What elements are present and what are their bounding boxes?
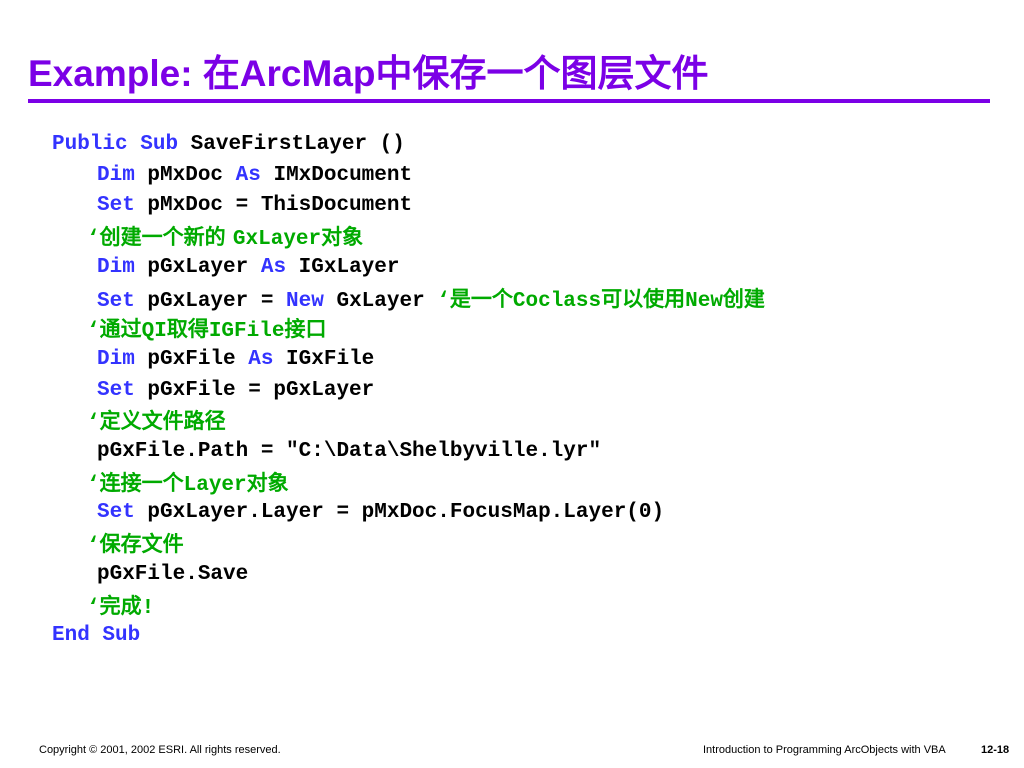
code-comment-line: ‘创建一个新的 GxLayer对象 — [87, 222, 363, 252]
code-keyword: As — [235, 163, 261, 187]
code-keyword: Sub — [140, 133, 179, 156]
code-comment: New — [685, 289, 723, 313]
code-comment: 对象 — [321, 225, 364, 250]
code-keyword: Set — [97, 378, 135, 402]
code-comment: 定义文件路径 — [99, 409, 226, 434]
code-text: pGxFile = pGxLayer — [134, 378, 375, 402]
code-comment: 连接一个 — [99, 470, 184, 495]
code-comment: 是一个 — [449, 286, 513, 311]
code-line: Set pGxLayer.Layer = pMxDoc.FocusMap.Lay… — [97, 498, 664, 528]
code-comment: 创建一个新的 — [99, 225, 233, 250]
code-keyword: Set — [97, 194, 135, 218]
code-keyword: New — [286, 289, 324, 313]
footer-copyright: Copyright © 2001, 2002 ESRI. All rights … — [39, 744, 281, 756]
code-keyword: Dim — [97, 347, 135, 371]
code-comment: ‘ — [87, 228, 100, 252]
code-comment: ‘ — [87, 473, 100, 497]
title-underline — [28, 99, 990, 103]
code-text: pMxDoc — [134, 163, 236, 187]
code-line: Set pGxFile = pGxLayer — [97, 376, 374, 406]
title-text: 在ArcMap中保存一个图层文件 — [202, 53, 709, 94]
code-comment-line: ‘连接一个Layer对象 — [87, 468, 289, 498]
code-comment-line: ‘定义文件路径 — [87, 406, 226, 436]
footer-course-title: Introduction to Programming ArcObjects w… — [703, 744, 946, 756]
code-keyword: Public — [52, 133, 128, 156]
code-text: pGxFile.Path = "C:\Data\Shelbyville.lyr" — [97, 440, 602, 463]
code-line: pGxFile.Save — [97, 560, 248, 590]
code-line: End Sub — [52, 621, 140, 651]
code-comment: 接口 — [284, 317, 327, 342]
code-keyword: End Sub — [52, 624, 141, 648]
code-text: pMxDoc = ThisDocument — [134, 194, 413, 218]
code-comment: Coclass — [512, 289, 602, 313]
code-keyword: Dim — [97, 163, 135, 187]
code-text: GxLayer — [323, 289, 438, 313]
code-text: pGxLayer — [134, 255, 261, 279]
code-text — [128, 133, 141, 156]
code-keyword: Set — [97, 501, 135, 525]
code-comment: ‘ — [87, 412, 100, 436]
code-line: Dim pGxFile As IGxFile — [97, 345, 374, 375]
code-keyword: As — [260, 255, 287, 279]
code-line: Set pMxDoc = ThisDocument — [97, 191, 412, 221]
code-comment: 取得 — [166, 317, 209, 342]
code-text: IMxDocument — [260, 163, 413, 187]
code-text: pGxLayer.Layer = pMxDoc.FocusMap.Layer(0… — [134, 501, 665, 525]
code-line: Dim pMxDoc As IMxDocument — [97, 161, 412, 191]
code-comment-line: ‘通过QI取得IGFile接口 — [87, 314, 326, 344]
code-comment: 完成 — [99, 593, 142, 618]
title-prefix: Example: — [28, 53, 203, 94]
code-comment: 对象 — [246, 470, 289, 495]
code-comment-line: ‘完成! — [87, 591, 154, 621]
code-comment: QI — [141, 320, 167, 344]
code-text: pGxFile.Save — [97, 562, 249, 586]
code-comment: IGFile — [208, 320, 285, 344]
code-line: Dim pGxLayer As IGxLayer — [97, 253, 399, 283]
code-text: IGxFile — [273, 347, 375, 371]
code-comment: GxLayer — [232, 228, 322, 252]
code-keyword: Dim — [97, 255, 135, 279]
code-comment: 创建 — [722, 286, 765, 311]
code-comment: ‘ — [437, 289, 450, 313]
footer-page-number: 12-18 — [981, 744, 1010, 756]
code-text: IGxLayer — [286, 255, 400, 279]
code-comment: ! — [141, 596, 155, 620]
code-comment: 可以使用 — [601, 286, 686, 311]
code-line: Public Sub SaveFirstLayer () — [52, 130, 405, 160]
code-text: pGxLayer = — [134, 289, 287, 313]
code-comment: ‘ — [87, 320, 100, 344]
code-text: SaveFirstLayer () — [178, 133, 405, 156]
code-comment: ‘ — [87, 535, 100, 559]
code-keyword: Set — [97, 289, 135, 313]
slide-title: Example: 在ArcMap中保存一个图层文件 — [28, 50, 709, 98]
code-text: pGxFile — [134, 347, 249, 371]
code-keyword: As — [248, 347, 274, 371]
code-comment: 通过 — [99, 317, 142, 342]
code-comment: 保存文件 — [99, 532, 184, 557]
code-comment: Layer — [183, 473, 247, 497]
code-line: pGxFile.Path = "C:\Data\Shelbyville.lyr" — [97, 437, 601, 467]
code-comment-line: ‘保存文件 — [87, 529, 184, 559]
code-line: Set pGxLayer = New GxLayer ‘是一个Coclass可以… — [97, 284, 765, 314]
code-comment: ‘ — [87, 596, 100, 620]
